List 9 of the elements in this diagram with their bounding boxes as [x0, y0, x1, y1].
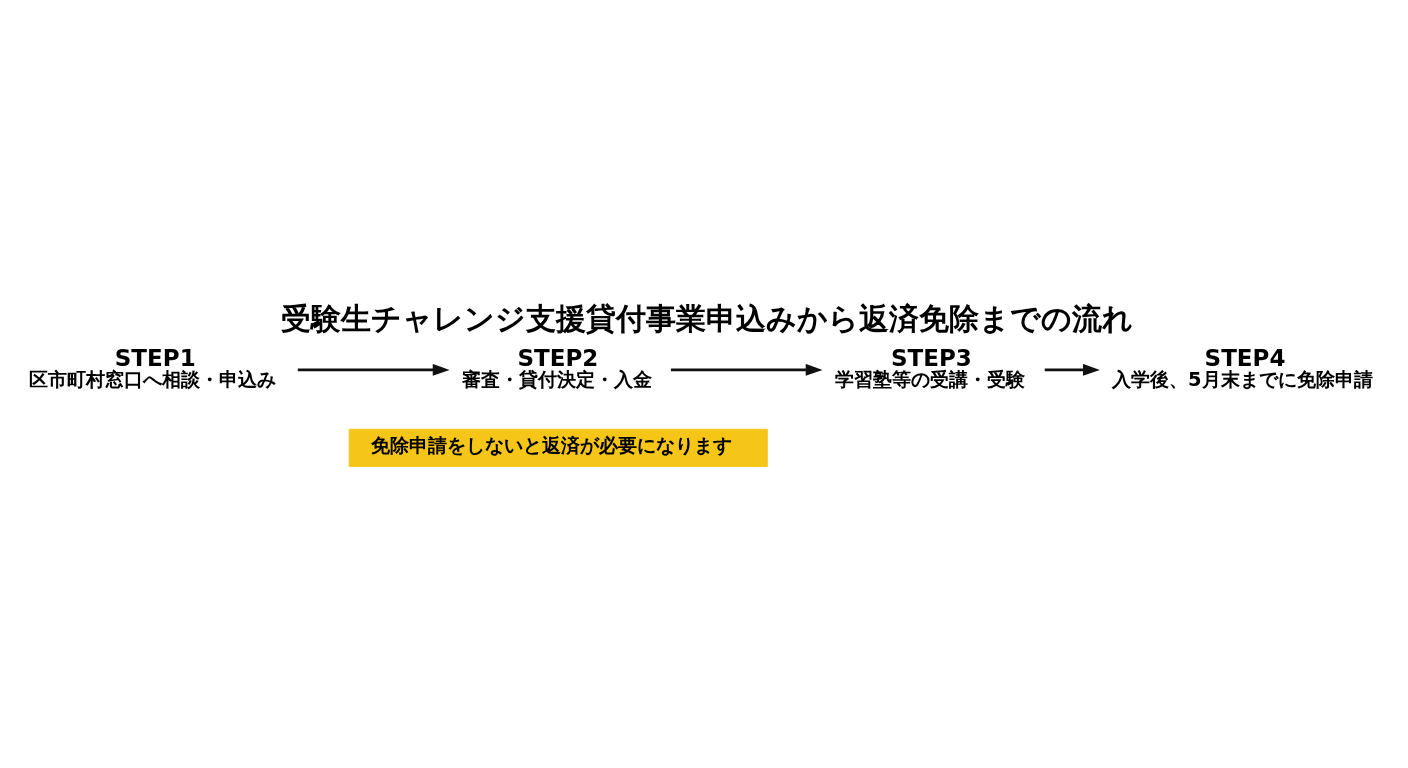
node-box: 免除申請をしないと返済が必要になります	[348, 428, 768, 467]
node-text: STEP2 審査・貸付決定・入金	[461, 344, 652, 391]
arrow	[670, 363, 823, 376]
node-text: STEP3 学習塾等の受講・受験	[834, 344, 1025, 391]
diagram-title: 受験生チャレンジ支援貸付事業申込みから返済免除までの流れ	[280, 300, 1133, 336]
node-text: STEP4 入学後、5月末までに免除申請	[1112, 344, 1373, 391]
node-text: STEP1 区市町村窓口へ相談・申込み	[29, 344, 277, 391]
arrow	[1044, 363, 1100, 376]
arrow	[297, 363, 450, 376]
